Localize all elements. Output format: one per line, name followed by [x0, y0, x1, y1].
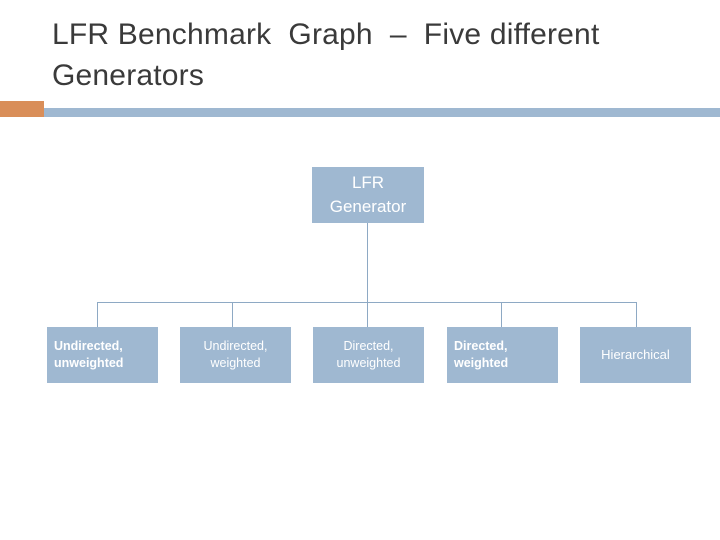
- header-divider-bar: [0, 108, 720, 117]
- connector-horizontal-bus: [97, 302, 636, 303]
- header-accent-block: [0, 101, 44, 117]
- leaf-node-row: Undirected, unweighted Undirected, weigh…: [0, 327, 720, 383]
- title-area: LFR Benchmark Graph – Five different Gen…: [52, 14, 692, 97]
- node-directed-weighted-label: Directed, weighted: [454, 339, 509, 370]
- node-undirected-unweighted[interactable]: Undirected, unweighted: [47, 327, 158, 383]
- connector-drop-3: [367, 302, 368, 327]
- node-root-lfr-generator[interactable]: LFR Generator: [312, 167, 424, 223]
- node-undirected-weighted-label: Undirected, weighted: [203, 339, 268, 370]
- node-hierarchical-label: Hierarchical: [601, 347, 670, 363]
- connector-drop-2: [232, 302, 233, 327]
- page-title: LFR Benchmark Graph – Five different Gen…: [52, 18, 617, 93]
- node-directed-unweighted[interactable]: Directed, unweighted: [313, 327, 424, 383]
- connector-root-vertical: [367, 223, 368, 302]
- node-undirected-weighted[interactable]: Undirected, weighted: [180, 327, 291, 383]
- node-undirected-unweighted-label: Undirected, unweighted: [54, 339, 124, 370]
- node-directed-weighted[interactable]: Directed, weighted: [447, 327, 558, 383]
- connector-drop-5: [636, 302, 637, 327]
- node-directed-unweighted-label: Directed, unweighted: [336, 339, 401, 370]
- node-hierarchical[interactable]: Hierarchical: [580, 327, 691, 383]
- connector-drop-4: [501, 302, 502, 327]
- connector-drop-1: [97, 302, 98, 327]
- org-chart-diagram: LFR Generator Undirected, unweighted Und…: [0, 117, 720, 540]
- node-root-label: LFR Generator: [329, 173, 407, 216]
